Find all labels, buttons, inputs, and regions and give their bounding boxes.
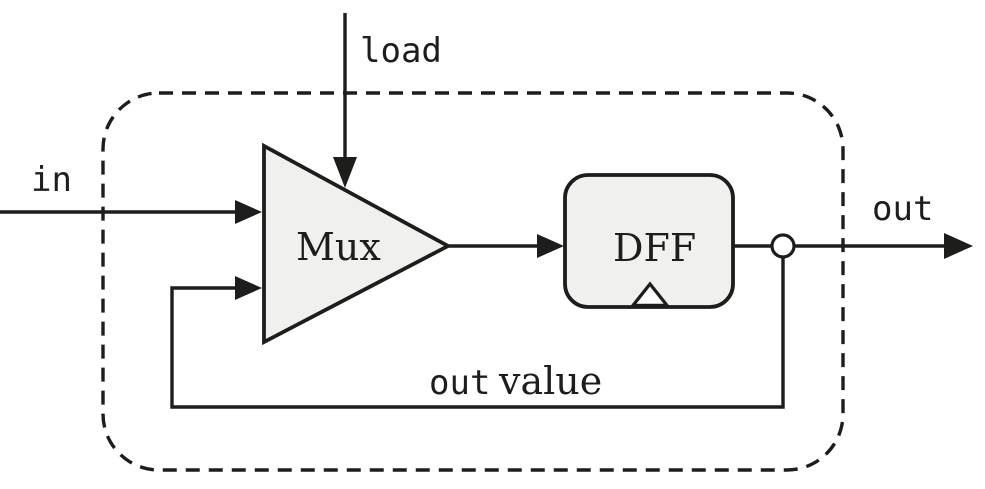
load-arrowhead-icon [333, 157, 357, 188]
mux-triangle [262, 142, 453, 346]
dff-label: DFF [613, 226, 696, 270]
dff-input-arrowhead-icon [537, 234, 564, 258]
feedback-label-value: value [498, 359, 602, 403]
out-label: out [872, 189, 933, 229]
feedback-arrowhead-icon [235, 276, 262, 300]
dff-clock-notch-icon [629, 281, 671, 307]
load-label: load [360, 31, 442, 71]
in-arrowhead-icon [235, 200, 262, 224]
junction-node-icon [770, 233, 796, 259]
in-label: in [31, 160, 72, 200]
out-arrowhead-icon [944, 233, 973, 259]
mux-label: Mux [296, 225, 381, 269]
feedback-wire [170, 257, 785, 409]
chip-boundary-dashed-box [101, 91, 845, 472]
feedback-label-out: out [429, 363, 490, 403]
